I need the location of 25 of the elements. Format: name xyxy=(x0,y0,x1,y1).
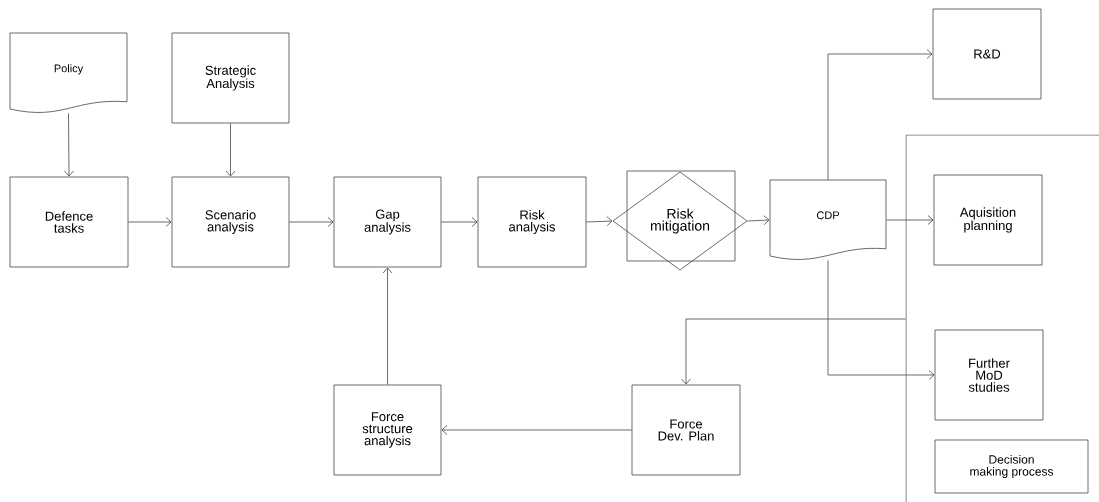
arrow xyxy=(827,260,935,380)
process-box: Defence tasks xyxy=(9,176,129,268)
process-box: Decision making process xyxy=(934,439,1089,494)
process-box: Force structure analysis xyxy=(333,384,442,476)
process-box: Gap analysis xyxy=(333,176,442,268)
process-box: Force Dev. Plan xyxy=(631,384,741,476)
arrow xyxy=(886,215,934,225)
arrow xyxy=(382,267,393,385)
process-box: Further MoD studies xyxy=(934,329,1044,421)
arrow xyxy=(225,123,236,177)
arrow xyxy=(586,216,613,227)
arrow xyxy=(747,215,770,226)
process-box: Scenario analysis xyxy=(171,176,290,268)
arrow xyxy=(289,217,334,227)
arrow xyxy=(681,318,906,385)
process-box: R&D xyxy=(932,8,1042,100)
arrow xyxy=(64,113,74,177)
arrow xyxy=(441,217,478,227)
arrow xyxy=(441,425,632,435)
process-box: Aquisition planning xyxy=(933,174,1043,266)
process-box: Risk analysis xyxy=(477,176,587,268)
process-box: Strategic Analysis xyxy=(171,32,290,124)
region-border xyxy=(905,134,1099,502)
arrow xyxy=(128,217,172,227)
arrow xyxy=(827,49,933,180)
